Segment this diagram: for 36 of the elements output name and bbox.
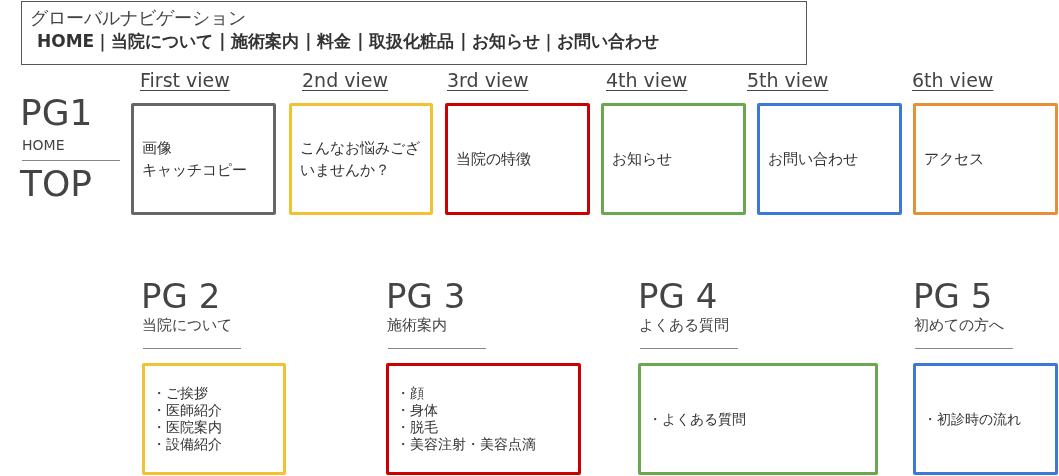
- section-text: こんなお悩みございませんか？: [300, 138, 421, 181]
- view-title: 5th view: [747, 68, 829, 92]
- section-text: アクセス: [924, 149, 984, 170]
- page-subtitle: 初めての方へ: [914, 315, 1004, 335]
- view-title: 6th view: [912, 68, 994, 92]
- list-item: ・ご挨拶: [152, 385, 208, 402]
- page-subtitle: よくある質問: [639, 315, 729, 335]
- nav-title: グローバルナビゲーション: [30, 7, 246, 29]
- section-text: お知らせ: [612, 149, 672, 170]
- section-text: お問い合わせ: [768, 149, 858, 170]
- page-subtitle: 施術案内: [387, 315, 447, 335]
- list-item: ・よくある質問: [648, 410, 746, 428]
- list-item: ・設備紹介: [152, 436, 222, 453]
- list-item: ・医院案内: [152, 419, 222, 436]
- list-item: ・医師紹介: [152, 402, 222, 419]
- page-subtitle: 当院について: [142, 315, 232, 335]
- section-text: 画像: [142, 138, 172, 159]
- page-number: PG1: [20, 92, 93, 134]
- page-number: PG 2: [141, 276, 221, 316]
- view-title: First view: [140, 68, 230, 92]
- list-item: ・顔: [396, 385, 424, 402]
- view-title: 3rd view: [447, 68, 529, 92]
- view-title: 4th view: [606, 68, 688, 92]
- list-item: ・美容注射・美容点滴: [396, 436, 536, 453]
- list-item: ・身体: [396, 402, 438, 419]
- page-number: PG 4: [638, 276, 718, 316]
- section-text: 当院の特徴: [456, 149, 531, 170]
- nav-links: HOME｜当院について | 施術案内 | 料金 | 取扱化粧品 | お知らせ｜お問い合わせ: [37, 30, 660, 53]
- section-text: キャッチコピー: [142, 160, 247, 181]
- page-subtitle: HOME: [22, 136, 65, 154]
- page-name: TOP: [20, 163, 93, 205]
- page-number: PG 5: [913, 276, 993, 316]
- list-item: ・脱毛: [396, 419, 438, 436]
- list-item: ・初診時の流れ: [923, 410, 1021, 428]
- page-number: PG 3: [386, 276, 466, 316]
- view-title: 2nd view: [302, 68, 388, 92]
